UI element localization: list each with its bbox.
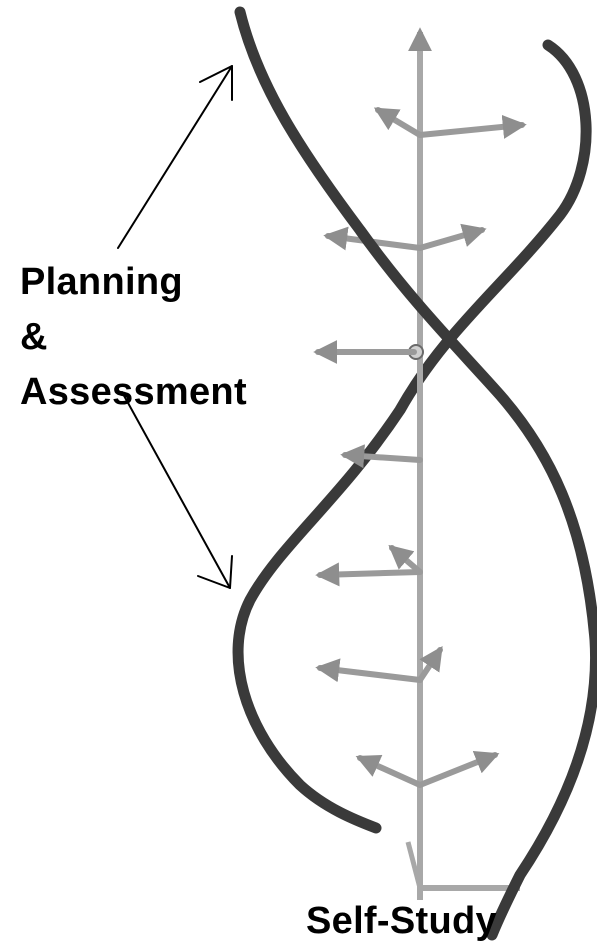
assessment-text: Assessment — [20, 365, 247, 420]
arrow-to-top-strand — [118, 66, 232, 248]
arrowhead-top — [200, 66, 232, 100]
ampersand-text: & — [20, 310, 247, 365]
planning-assessment-label: Planning & Assessment — [20, 255, 247, 420]
self-study-label: Self-Study — [306, 898, 497, 944]
planning-text: Planning — [20, 255, 247, 310]
arrow-to-lower-strand — [122, 392, 230, 588]
